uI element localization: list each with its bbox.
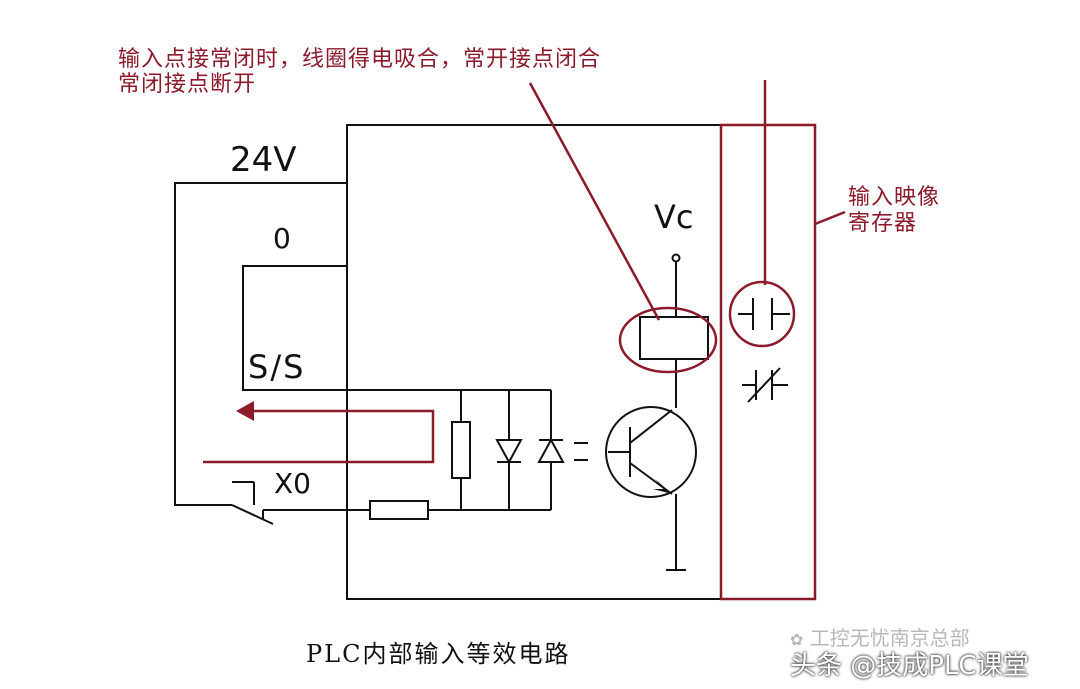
annotation-input-closed-line1: 输入点接常闭时，线圈得电吸合，常开接点闭合 bbox=[118, 47, 602, 72]
watermark-line1: ✿ 工控无忧南京总部 bbox=[790, 626, 970, 650]
contact-highlight-circle bbox=[728, 280, 796, 348]
parallel-resistor bbox=[451, 421, 471, 479]
annotation-input-closed-line2: 常闭接点断开 bbox=[118, 72, 257, 97]
series-resistor bbox=[369, 500, 429, 520]
leader-line-register bbox=[814, 210, 846, 226]
input-image-register bbox=[719, 123, 817, 601]
current-flow-arrowhead bbox=[236, 401, 254, 421]
current-flow-path bbox=[203, 409, 435, 464]
relay-coil bbox=[639, 316, 709, 360]
emitter-arrow bbox=[653, 479, 672, 494]
label-ss-terminal: S/S bbox=[248, 348, 306, 386]
coil-highlight-ellipse bbox=[618, 306, 718, 374]
phototransistor bbox=[605, 406, 697, 498]
led-diode bbox=[537, 437, 565, 463]
annotation-register-line2: 寄存器 bbox=[848, 211, 918, 236]
label-vc: Vc bbox=[654, 198, 694, 236]
annotation-register-line1: 输入映像 bbox=[848, 185, 941, 210]
x0-contact bbox=[231, 504, 274, 525]
leader-line-coil bbox=[528, 82, 661, 321]
diode-1 bbox=[495, 439, 523, 465]
plc-housing bbox=[346, 124, 816, 600]
label-x0-terminal: X0 bbox=[274, 467, 311, 500]
zero-ss-link-wire bbox=[242, 265, 347, 391]
watermark-line2: 头条 @技成PLC课堂 bbox=[790, 651, 1029, 681]
watermark-source-icon: ✿ bbox=[790, 630, 804, 649]
nc-contact-slash bbox=[747, 367, 781, 403]
label-zero-terminal: 0 bbox=[273, 222, 291, 255]
vc-terminal bbox=[671, 253, 681, 263]
diagram-caption: PLC内部输入等效电路 bbox=[306, 640, 571, 668]
label-24v: 24V bbox=[230, 140, 297, 180]
external-24v-wire bbox=[174, 182, 347, 506]
